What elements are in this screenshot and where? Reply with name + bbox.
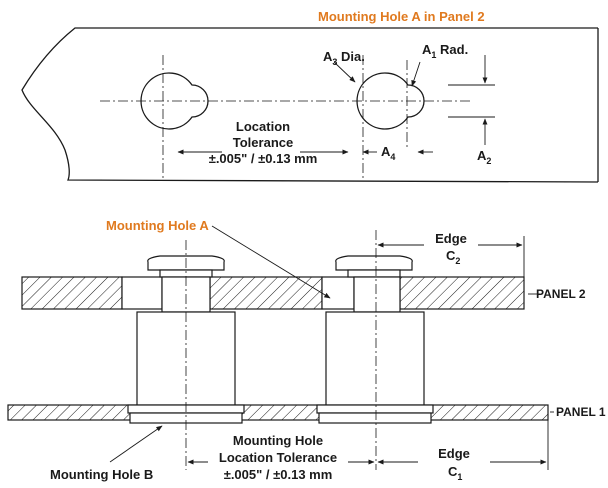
panel-1-label: PANEL 1	[556, 405, 606, 419]
a1-label: A1 Rad.	[422, 42, 468, 60]
edge-bottom-label: Edge	[438, 446, 470, 461]
mh-loc-line1: Mounting Hole	[233, 433, 323, 448]
svg-text:A1 Rad.: A1 Rad.	[422, 42, 468, 60]
svg-text:A3 Dia.: A3 Dia.	[323, 49, 365, 67]
keyhole-b	[140, 72, 209, 130]
svg-text:A2: A2	[477, 148, 491, 166]
bottom-centerlines	[185, 230, 377, 470]
loc-tol-line1: Location	[236, 119, 290, 134]
edge-top-label: Edge	[435, 231, 467, 246]
top-centerlines	[100, 55, 470, 178]
fastener-right	[316, 255, 434, 424]
panel-2-section	[21, 276, 525, 310]
title-top: Mounting Hole A in Panel 2	[318, 9, 485, 24]
keyhole-a	[356, 72, 425, 130]
c1-label: C1	[448, 464, 462, 482]
bottom-dimensions	[109, 225, 554, 470]
a3-label: A3 Dia.	[323, 49, 365, 67]
a4-label: A4	[381, 144, 395, 162]
loc-tol-line3: ±.005" / ±0.13 mm	[209, 151, 318, 166]
a2-label: A2	[477, 148, 491, 166]
top-panel-view	[21, 27, 599, 183]
mh-loc-line3: ±.005" / ±0.13 mm	[224, 467, 333, 482]
loc-tol-line2: Tolerance	[233, 135, 293, 150]
mounting-hole-b-label: Mounting Hole B	[50, 467, 153, 482]
top-dimensions	[177, 55, 495, 155]
c2-label: C2	[446, 248, 460, 266]
panel-2-label: PANEL 2	[536, 287, 586, 301]
mh-loc-line2: Location Tolerance	[219, 450, 337, 465]
top-panel-outline	[21, 27, 599, 183]
svg-text:A4: A4	[381, 144, 395, 162]
panel-1-section	[7, 404, 549, 421]
mounting-hole-a-label: Mounting Hole A	[106, 218, 209, 233]
